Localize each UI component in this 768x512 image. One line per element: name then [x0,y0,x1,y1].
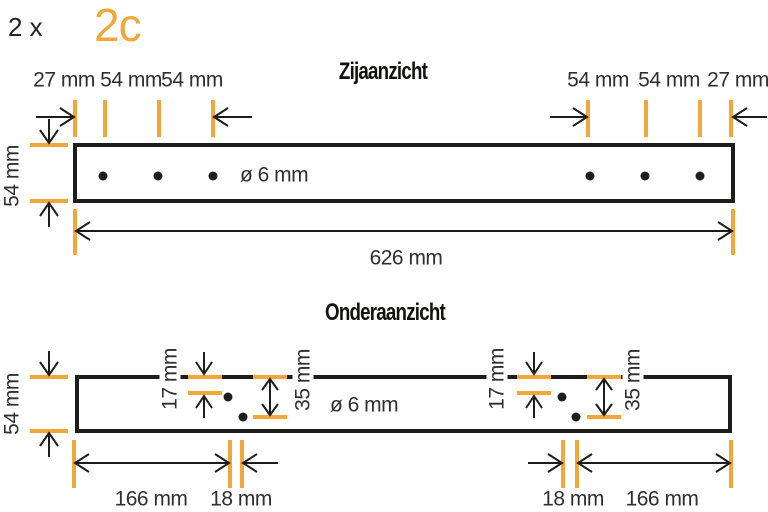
left-cluster-spacing-label: 35 mm [292,346,315,414]
bottom-view-height-label: 54 mm [0,373,24,435]
left-cluster-offset-label: 17 mm [159,345,182,413]
side-view-bar [73,143,735,203]
side-view-drawing [30,100,767,255]
dim-18mm-bottom-left: 18 mm [210,487,272,511]
bottom-view-hole-diameter-label: ø 6 mm [330,393,399,417]
dim-166mm-bottom-left: 166 mm [114,487,188,511]
right-cluster-offset-label: 17 mm [486,345,509,413]
side-view-hole-diameter-label: ø 6 mm [240,163,309,187]
bottom-view-orange-ticks [30,375,733,488]
side-view-title: Zijaanzicht [338,58,428,85]
dim-27mm-top-right: 27 mm [707,68,768,92]
side-view-holes [98,171,705,181]
dim-54mm-top-left2: 54 mm [161,68,223,92]
dim-54mm-top-left: 54 mm [100,68,162,92]
hole [695,171,705,181]
side-view-length-label: 626 mm [369,246,443,270]
dim-166mm-bottom-right: 166 mm [625,487,699,511]
quantity-label: 2 x [8,12,43,42]
side-view-height-label: 54 mm [0,145,24,207]
bottom-view-dimension-arrows [39,351,732,473]
hole [238,412,248,422]
hole [223,392,233,402]
bottom-view-bar [75,375,732,433]
bottom-view-title: Onderaanzicht [325,299,446,326]
dim-27mm-top-left: 27 mm [33,68,95,92]
dim-54mm-top-right2: 54 mm [638,68,700,92]
hole [98,171,108,181]
side-view-orange-ticks [30,100,735,255]
hole [585,171,595,181]
side-view-dimension-arrows [36,107,767,241]
hole [571,412,581,422]
hole [640,171,650,181]
bottom-view-holes [223,392,581,422]
part-code-label: 2c [94,0,142,51]
hole [153,171,163,181]
right-cluster-spacing-label: 35 mm [622,346,645,414]
hole [557,392,567,402]
dim-54mm-top-right: 54 mm [567,68,629,92]
bottom-view-drawing [30,351,733,488]
hole [208,171,218,181]
dim-18mm-bottom-right: 18 mm [542,487,604,511]
